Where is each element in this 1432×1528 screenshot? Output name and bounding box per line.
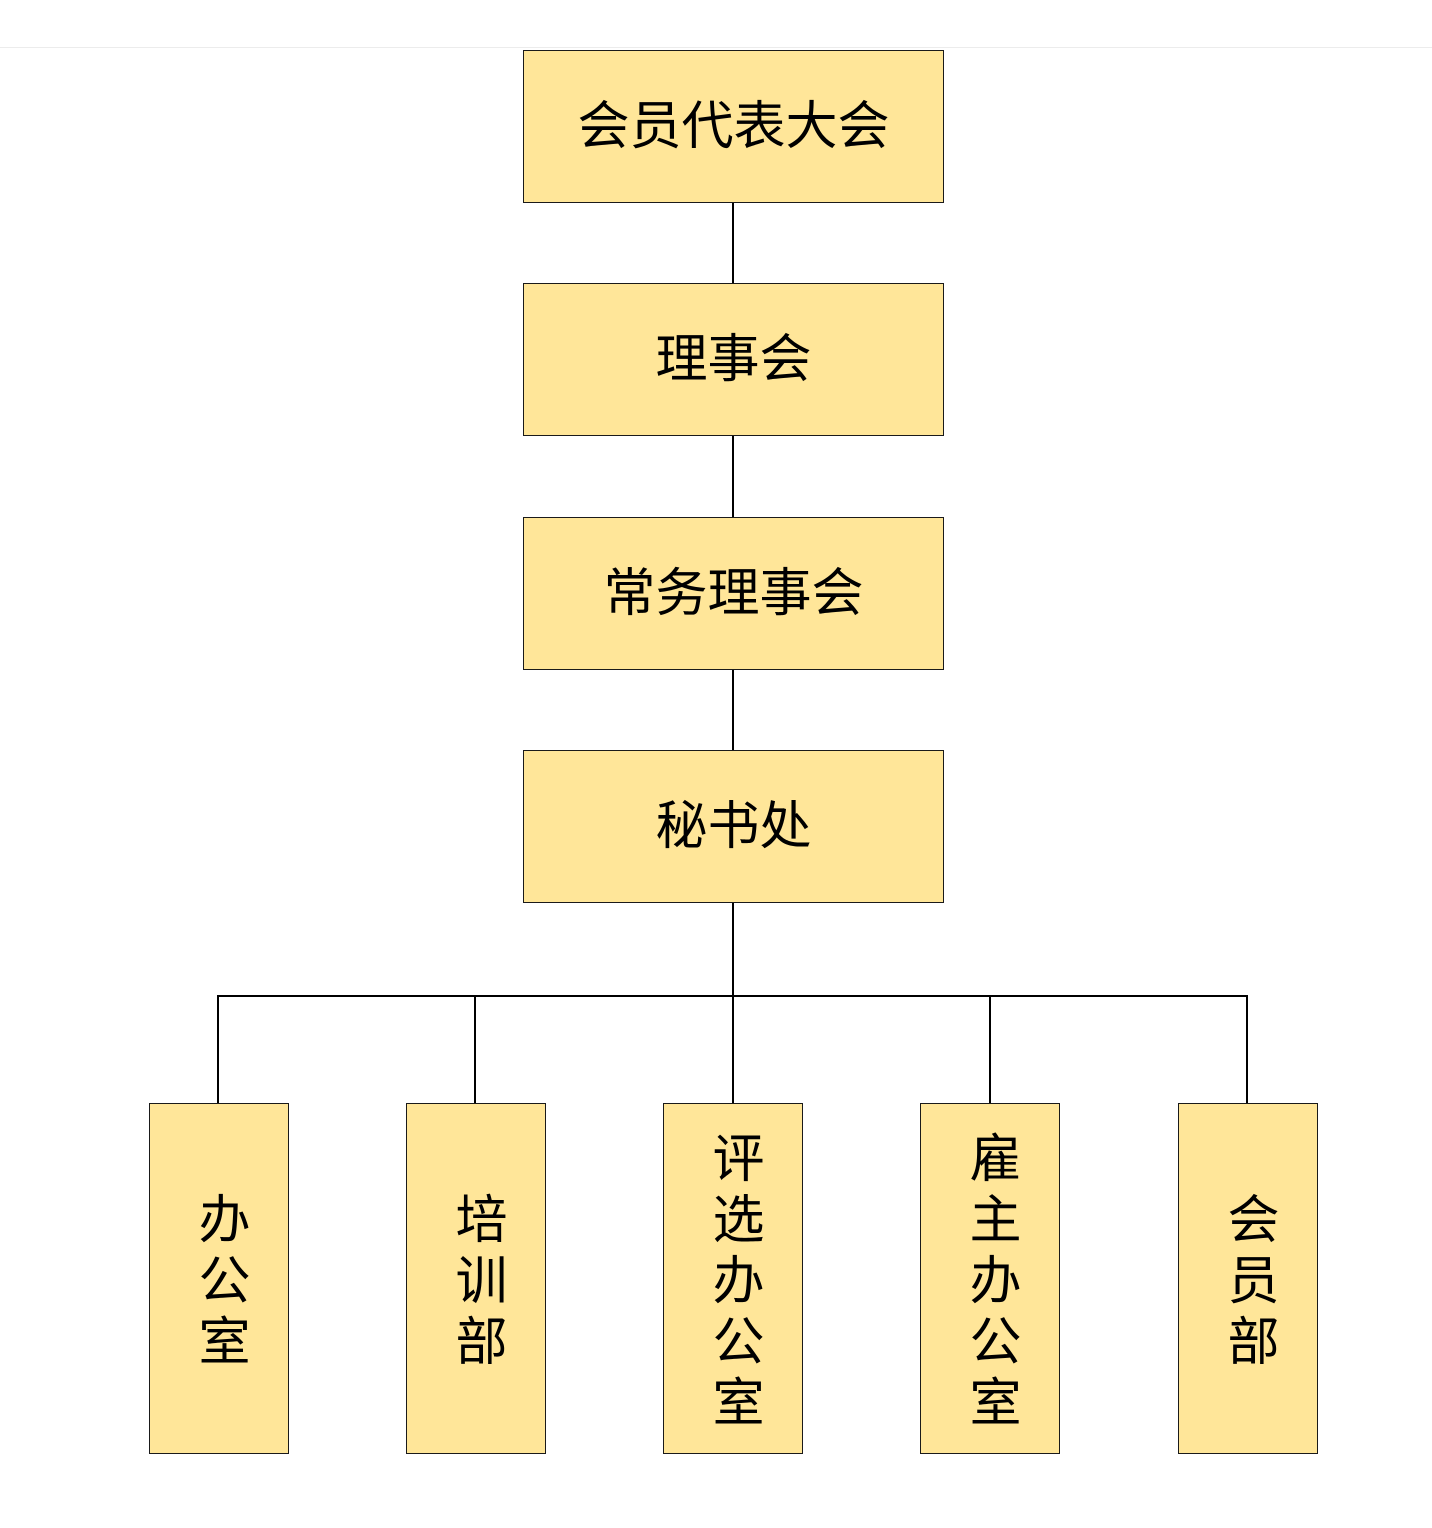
node-label: 会员代表大会	[577, 96, 890, 157]
node-secretariat: 秘书处	[523, 750, 944, 903]
node-dept-employer-office: 雇主办公室	[920, 1103, 1060, 1454]
node-label: 会员部	[1218, 1191, 1278, 1375]
node-label: 评选办公室	[703, 1130, 763, 1436]
node-dept-office: 办公室	[149, 1103, 289, 1454]
node-dept-evaluation-office: 评选办公室	[663, 1103, 803, 1454]
node-label: 常务理事会	[603, 563, 864, 624]
node-label: 办公室	[189, 1191, 249, 1375]
node-label: 理事会	[655, 329, 812, 390]
node-dept-membership: 会员部	[1178, 1103, 1318, 1454]
node-label: 培训部	[446, 1191, 506, 1375]
node-council: 理事会	[523, 283, 944, 436]
node-dept-training: 培训部	[406, 1103, 546, 1454]
node-standing-council: 常务理事会	[523, 517, 944, 670]
node-general-assembly: 会员代表大会	[523, 50, 944, 203]
node-label: 雇主办公室	[960, 1130, 1020, 1436]
page-top-rule	[0, 47, 1432, 48]
node-label: 秘书处	[655, 796, 812, 857]
